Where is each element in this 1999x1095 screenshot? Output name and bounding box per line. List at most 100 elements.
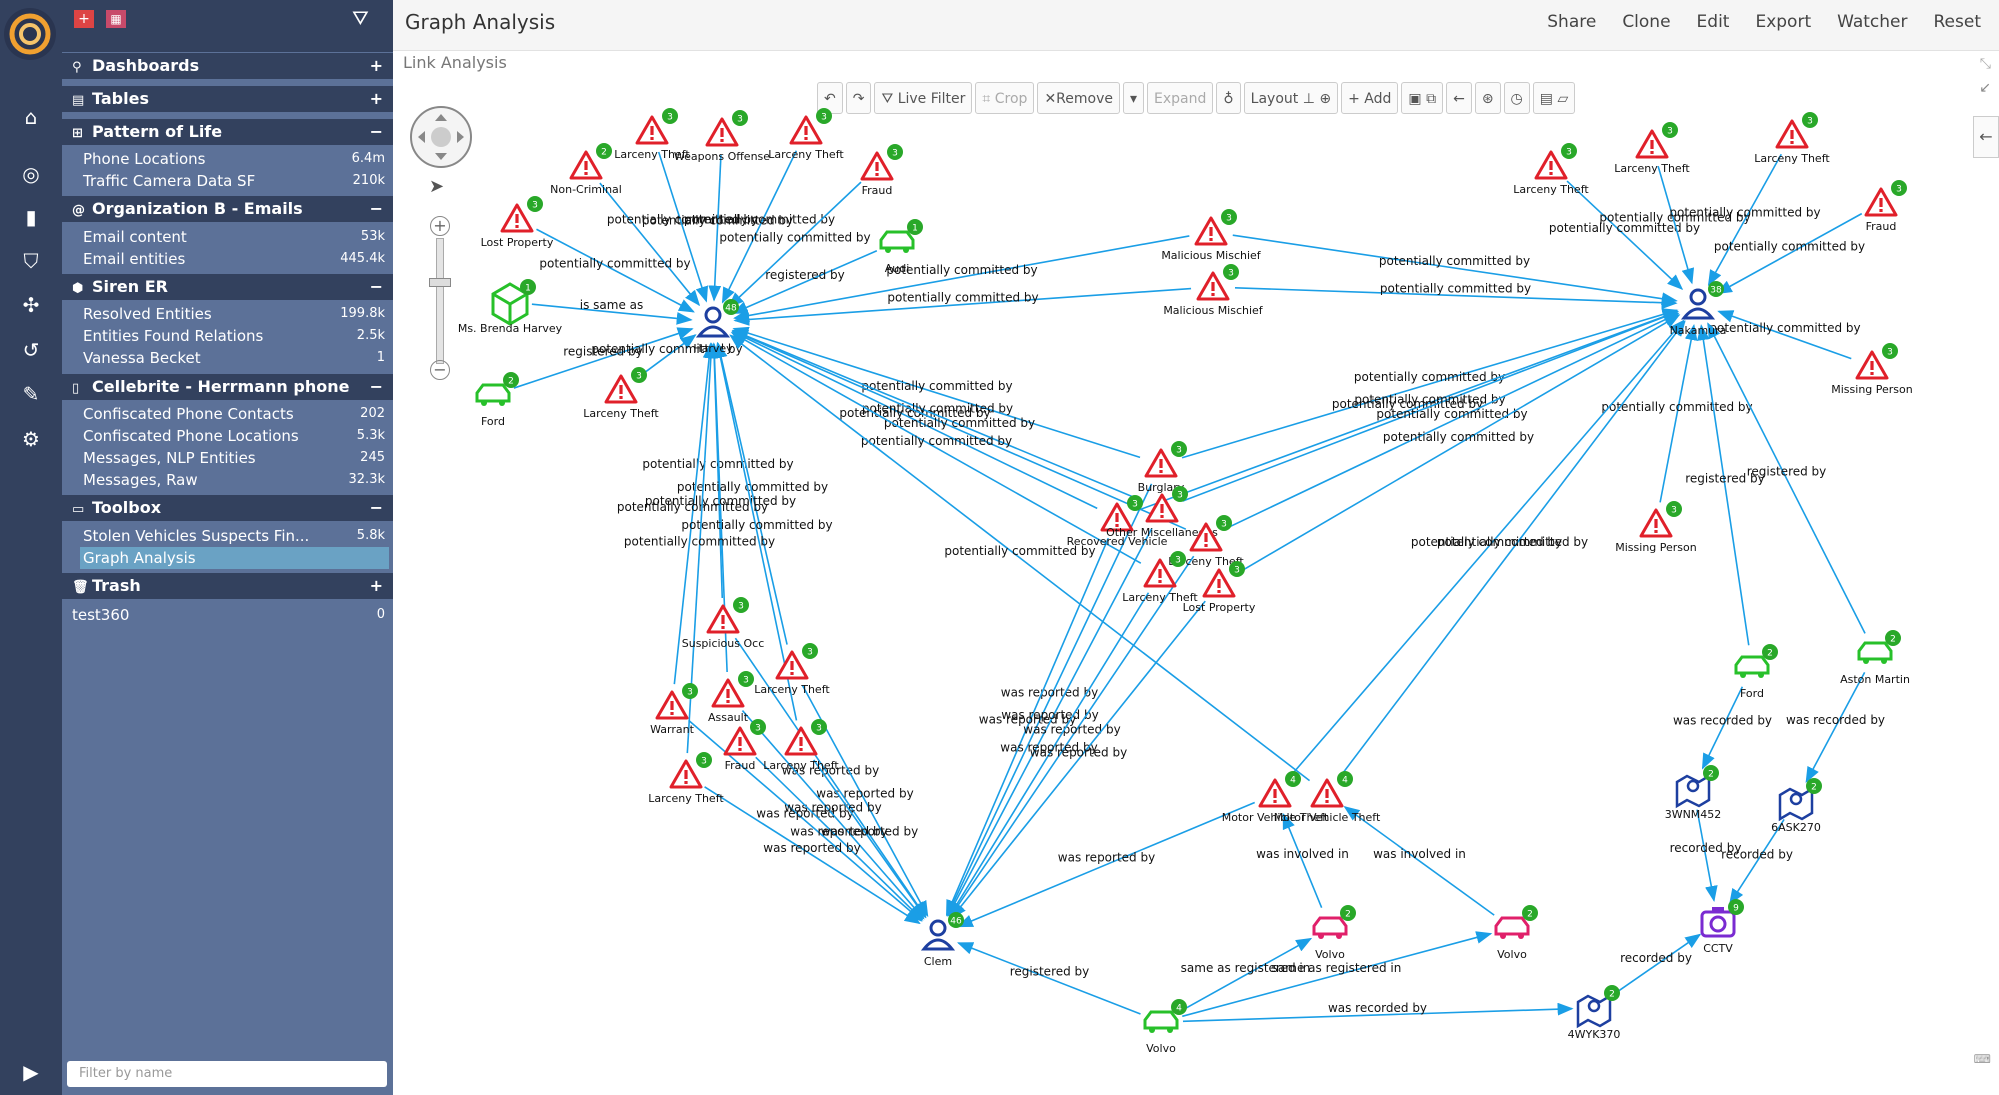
graph-edge[interactable] (731, 330, 1187, 530)
graph-edge[interactable] (1282, 812, 1323, 908)
graph-edge[interactable] (1715, 212, 1863, 295)
back-button[interactable]: ← (1446, 82, 1472, 114)
pointer-tool-icon[interactable]: ➤ (429, 176, 445, 197)
reset-button[interactable]: Reset (1933, 12, 1982, 32)
save-graph-button[interactable]: ▤ ▱ (1532, 82, 1576, 114)
graph-edge[interactable] (1181, 308, 1679, 459)
edit-button[interactable]: Edit (1696, 12, 1730, 32)
graph-edge[interactable] (732, 326, 1141, 459)
graph-edge[interactable] (1237, 314, 1681, 574)
graph-edge[interactable] (957, 942, 1141, 1015)
add-dashboard-icon[interactable]: + (74, 10, 94, 28)
graph-edge[interactable] (733, 287, 1192, 326)
graph-edge[interactable] (1707, 153, 1783, 287)
graph-edge[interactable] (657, 151, 709, 303)
zoom-handle[interactable] (429, 278, 451, 287)
graph-edge[interactable] (1611, 933, 1702, 997)
graph-edge[interactable] (755, 756, 924, 921)
section-siren-er[interactable]: ⬢Siren ER− (62, 274, 393, 300)
graph-edge[interactable] (1182, 311, 1679, 502)
graph-edge[interactable] (1288, 319, 1685, 778)
layout-button[interactable]: Layout ⊥ ⊕ (1243, 82, 1339, 114)
graph-edge[interactable] (708, 154, 722, 302)
graph-edge[interactable] (1707, 322, 1866, 634)
section-cellebrite[interactable]: ▯Cellebrite - Herrmann phone− (62, 374, 393, 400)
graph-edge[interactable] (731, 330, 1098, 510)
graph-edge[interactable] (945, 537, 1110, 917)
graph-edge[interactable] (731, 250, 878, 314)
graph-edge[interactable] (729, 334, 1311, 782)
history-icon[interactable]: ↺ (22, 338, 40, 362)
section-toolbox[interactable]: ▭Toolbox− (62, 495, 393, 521)
graph-edge[interactable] (1659, 324, 1698, 503)
graph-edge[interactable] (1343, 805, 1495, 916)
keyboard-icon[interactable]: ⌨ (1973, 1052, 1991, 1066)
graph-edge[interactable] (1182, 1002, 1574, 1023)
shield-icon[interactable]: ⛉ (23, 249, 39, 273)
live-filter-button[interactable]: ⛛ Live Filter (874, 82, 973, 114)
export-button[interactable]: Export (1755, 12, 1812, 32)
expand-side-icon[interactable]: ↙ (1979, 80, 1991, 96)
graph-edge[interactable] (536, 228, 695, 313)
graph-edge[interactable] (1137, 310, 1679, 512)
graph-edge[interactable] (950, 600, 1206, 920)
graph-edge[interactable] (1717, 310, 1852, 360)
zoom-in-button[interactable]: + (430, 216, 450, 236)
zoom-out-button[interactable]: − (430, 360, 450, 380)
graph-edge[interactable] (1232, 234, 1678, 306)
select-group-button[interactable]: ▣ ⧉ (1401, 82, 1444, 114)
graph-edge[interactable] (599, 182, 701, 307)
graph-edge[interactable] (956, 801, 1256, 928)
play-icon[interactable]: ▶ (23, 1060, 39, 1084)
lightbulb-button[interactable]: ♁ (1216, 82, 1241, 114)
wrench-icon[interactable]: ✎ (22, 382, 40, 406)
graph-edge[interactable] (813, 759, 927, 919)
section-tables[interactable]: ▤Tables+ (62, 86, 393, 112)
graph-edge[interactable] (1701, 686, 1744, 770)
pan-control[interactable] (410, 106, 472, 168)
graph-edge[interactable] (1729, 819, 1785, 905)
graph-edge[interactable] (1339, 320, 1686, 777)
graph-icon[interactable]: ✣ (22, 293, 40, 317)
graph-edge[interactable] (714, 341, 798, 721)
graph-edge[interactable] (741, 710, 925, 920)
graph-edge[interactable] (721, 150, 798, 304)
graph-edge[interactable] (731, 329, 1142, 502)
gear-icon[interactable]: ⚙ (22, 427, 40, 451)
graph-edge[interactable] (714, 341, 788, 645)
graph-edge[interactable] (531, 303, 693, 325)
globe-button[interactable]: ⊛ (1474, 82, 1501, 114)
